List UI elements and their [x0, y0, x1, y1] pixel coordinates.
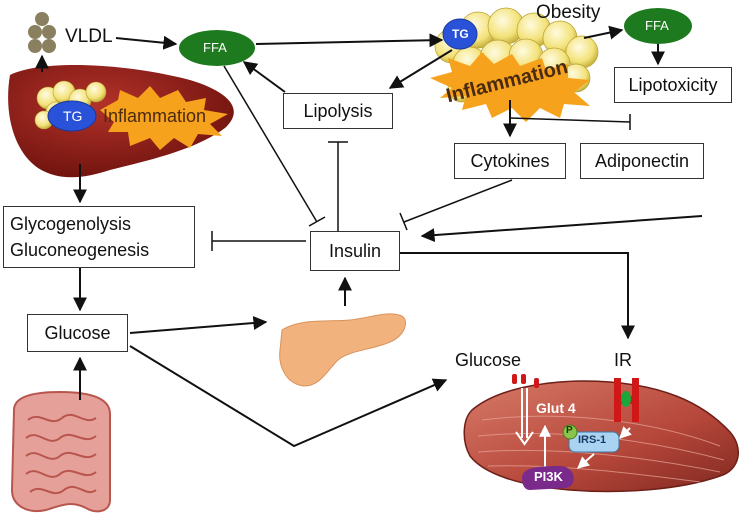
- intestine-icon: [10, 390, 111, 513]
- irs1-badge: [568, 431, 620, 453]
- adiponectin-box: Adiponectin: [580, 143, 704, 179]
- pi3k-label: PI3K: [534, 469, 563, 484]
- glut4-transport-arrows: [515, 388, 551, 470]
- insulin-box: Insulin: [310, 231, 400, 271]
- vldl-particles-icon: [28, 12, 56, 53]
- lipolysis-box: Lipolysis: [283, 93, 393, 129]
- tg-liver-label: TG: [63, 108, 83, 124]
- ffa-left-ellipse: [179, 30, 255, 66]
- ffa-right-ellipse: [624, 8, 692, 44]
- phosphate-badge: [562, 424, 578, 440]
- insulin-receptor-icon: [614, 378, 639, 422]
- ffa-right-label: FFA: [645, 18, 669, 33]
- glucose-molecules-icon: [512, 374, 539, 388]
- adiponectin-label: Adiponectin: [594, 150, 690, 171]
- glycogenolysis-gluconeogenesis-box: Glycogenolysis Gluconeogenesis: [3, 206, 195, 268]
- insulin-label: Insulin: [328, 240, 382, 261]
- cytokines-label: Cytokines: [470, 150, 550, 171]
- inflammation-liver-label: Inflammation: [103, 106, 207, 126]
- tg-adipose-label: TG: [452, 27, 469, 41]
- lipotoxicity-box: Lipotoxicity: [614, 67, 732, 103]
- glut4-label: Glut 4: [536, 400, 576, 416]
- glycogenolysis-label: Glycogenolysis: [10, 214, 132, 234]
- pancreas-icon: [279, 313, 406, 387]
- glucose-box-label: Glucose: [44, 322, 111, 343]
- tg-liver-ellipse: [47, 100, 97, 132]
- glucose-muscle-label: Glucose: [455, 350, 522, 370]
- inflammation-burst-adipose-icon: [430, 52, 590, 122]
- pi3k-badge: [522, 466, 574, 490]
- p-label: P: [566, 425, 573, 436]
- obesity-label: Obesity: [536, 2, 601, 23]
- inhibition-lines: [211, 65, 631, 251]
- lipotoxicity-label: Lipotoxicity: [628, 74, 718, 95]
- glucose-box: Glucose: [27, 314, 128, 352]
- lipolysis-label: Lipolysis: [303, 100, 373, 121]
- gluconeogenesis-label: Gluconeogenesis: [10, 240, 150, 260]
- ir-label: IR: [614, 350, 632, 370]
- irs1-label: IRS-1: [578, 434, 607, 446]
- vldl-label: VLDL: [65, 26, 113, 47]
- pathway-arrows: [35, 25, 703, 448]
- inflammation-burst-liver-icon: [100, 86, 228, 150]
- cytokines-box: Cytokines: [454, 143, 566, 179]
- ffa-left-label: FFA: [203, 40, 227, 55]
